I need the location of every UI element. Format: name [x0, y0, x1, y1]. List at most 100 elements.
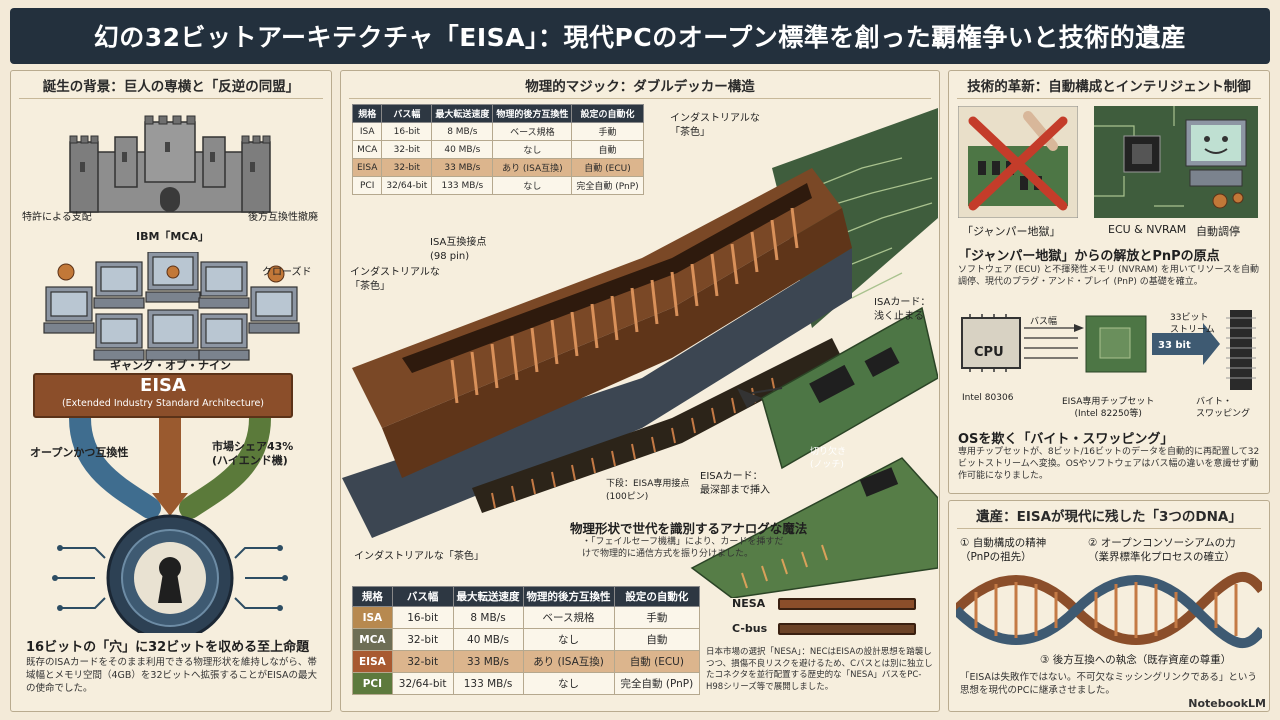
spec-large-th: 規格 — [352, 586, 393, 607]
cell: 完全自動 (PnP) — [571, 176, 644, 195]
cell: 自動 — [571, 140, 644, 159]
cell: 33 MB/s — [431, 158, 494, 177]
title-bar: 幻の32ビットアーキテクチャ「EISA」：現代PCのオープン標準を創った覇権争い… — [10, 8, 1270, 64]
cell: PCI — [351, 176, 383, 195]
gang-label: ギャング・オブ・ナイン — [110, 359, 231, 372]
spec-large-th: 最大転送速度 — [452, 586, 524, 607]
os-heading: OSを欺く「バイト・スワッピング」 — [958, 432, 1174, 447]
dna-2: ② オープンコンソーシアムの力 （業界標準化プロセスの確立） — [1088, 537, 1236, 563]
cell: 32/64-bit — [391, 672, 454, 695]
castle-caption: IBM「MCA」 — [136, 230, 209, 243]
spec-large-th: 設定の自動化 — [613, 586, 701, 607]
stream-label: 33ビット ストリーム — [1170, 313, 1215, 335]
cell: PCI — [352, 672, 393, 695]
pnp-heading: 「ジャンパー地獄」からの解放とPnPの原点 — [958, 249, 1220, 264]
jumper-hell-illustration — [958, 106, 1078, 218]
cell: あり (ISA互換) — [522, 650, 615, 673]
left-body: 既存のISAカードをそのまま利用できる物理形状を維持しながら、帯域幅とメモリ空間… — [26, 657, 318, 694]
eisa-banner-fullname: (Extended Industry Standard Architecture… — [61, 398, 265, 409]
chipset-label: EISA専用チップセット (Intel 82250等) — [1062, 397, 1155, 419]
dna-quote: 「EISAは失敗作ではない。不可欠なミッシングリンクである」という思想を現代のP… — [960, 672, 1257, 696]
auto-caption: 自動調停 — [1196, 225, 1240, 238]
label-lower-pins: 下段：EISA専用接点 (100ピン) — [606, 479, 690, 502]
cell: なし — [492, 176, 573, 195]
cell: 32-bit — [381, 158, 433, 177]
label-bottom-brown: インダストリアルな「茶色」 — [354, 551, 484, 562]
label-isa-card: ISAカード： 浅く止まる — [874, 297, 931, 322]
label-left-brown: インダストリアルな 「茶色」 — [350, 267, 440, 292]
cell: 16-bit — [391, 606, 454, 629]
cell: ベース規格 — [492, 122, 573, 141]
byte-swap-label: バイト・ スワッピング — [1196, 397, 1251, 419]
bits-label: 33 bit — [1158, 340, 1191, 351]
cell: 40 MB/s — [431, 140, 494, 159]
spec-small-th: 規格 — [351, 104, 383, 123]
right-panel-header: 技術的革新：自動構成とインテリジェント制御 — [957, 71, 1261, 99]
nesa-connector — [778, 598, 916, 610]
cell: 自動 — [613, 628, 701, 651]
cell: EISA — [351, 158, 383, 177]
cell: ISA — [352, 606, 393, 629]
cell: ISA — [351, 122, 383, 141]
motherboard-illustration — [342, 108, 938, 598]
cell: 33 MB/s — [452, 650, 524, 673]
dna-header: 遺産：EISAが現代に残した「3つのDNA」 — [957, 501, 1261, 529]
cell: なし — [522, 672, 615, 695]
byte-swapping-diagram — [961, 310, 1256, 390]
left-panel-header: 誕生の背景：巨人の専横と「反逆の同盟」 — [19, 71, 323, 99]
cell: ベース規格 — [522, 606, 615, 629]
closed-label: クローズド — [262, 267, 312, 278]
castle-right-label: 後方互換性撤廃 — [248, 212, 318, 223]
eisa-banner-title: EISA — [140, 375, 186, 396]
japan-note: 日本市場の選択「NESA」：NECはEISAの設計思想を踏襲しつつ、損傷不良リス… — [706, 647, 933, 692]
cell: 32/64-bit — [381, 176, 433, 195]
open-compat-label: オープンかつ互換性 — [30, 446, 129, 459]
cell: 133 MB/s — [431, 176, 494, 195]
bus-width-label: バス幅 — [1030, 317, 1058, 327]
cell: 完全自動 (PnP) — [613, 672, 701, 695]
cell: 32-bit — [381, 140, 433, 159]
eisa-banner: EISA (Extended Industry Standard Archite… — [33, 373, 293, 418]
cell: 8 MB/s — [431, 122, 494, 141]
center-panel-header: 物理的マジック：ダブルデッカー構造 — [349, 71, 931, 99]
label-notch: 切り欠き (ノッチ) — [810, 447, 847, 470]
castle-left-label: 特許による支配 — [22, 212, 92, 223]
cell: 133 MB/s — [452, 672, 524, 695]
notebooklm-logo: NotebookLM — [1188, 697, 1266, 710]
cbus-label: C-bus — [732, 622, 768, 635]
cell: 手動 — [613, 606, 701, 629]
cell: 32-bit — [391, 650, 454, 673]
castle-illustration — [69, 115, 271, 213]
left-heading: 16ビットの「穴」に32ビットを収める至上命題 — [26, 640, 310, 655]
magic-body: ・「フェイルセーフ機構」により、カードを挿すだけで物理的に通信方式を振り分けまし… — [582, 537, 784, 559]
cell: 手動 — [571, 122, 644, 141]
magic-heading: 物理形状で世代を識別するアナログな魔法 — [570, 521, 808, 536]
spec-large-th: バス幅 — [391, 586, 454, 607]
spec-small-th: 最大転送速度 — [431, 104, 494, 123]
pnp-body: ソフトウェア (ECU) と不揮発性メモリ (NVRAM) を用いてリソースを自… — [958, 265, 1260, 287]
jumper-caption: 「ジャンパー地獄」 — [962, 225, 1061, 238]
cell: なし — [522, 628, 615, 651]
label-isa-pins: ISA互換接点 (98 pin) — [430, 237, 487, 262]
cell: 16-bit — [381, 122, 433, 141]
cell: EISA — [352, 650, 393, 673]
cbus-connector — [778, 623, 916, 635]
nesa-label: NESA — [732, 597, 766, 610]
label-eisa-card: EISAカード： 最深部まで挿入 — [700, 471, 770, 496]
dna-1: ① 自動構成の精神 （PnPの祖先） — [960, 537, 1047, 563]
dna-illustration — [956, 571, 1262, 649]
cell: 32-bit — [391, 628, 454, 651]
lock-circuit-illustration — [52, 418, 288, 633]
spec-small-th: 物理的後方互換性 — [492, 104, 573, 123]
cell: MCA — [352, 628, 393, 651]
cell: 8 MB/s — [452, 606, 524, 629]
ecu-nvram-illustration — [1094, 106, 1258, 218]
ecu-caption: ECU & NVRAM — [1108, 223, 1187, 236]
